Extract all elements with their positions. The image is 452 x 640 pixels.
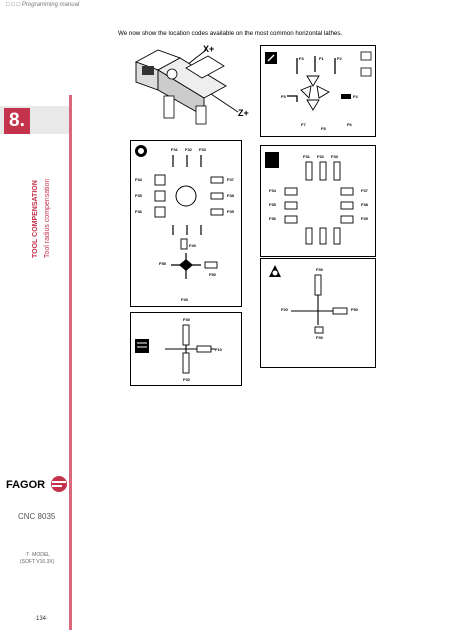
page-header: □ □ □ Programming manual bbox=[6, 2, 79, 8]
p3-label-F38: F38 bbox=[361, 202, 369, 207]
p5-label-right: F50 bbox=[351, 307, 359, 312]
fagor-logo: FAGOR bbox=[6, 476, 67, 492]
p4-label-left: F55 bbox=[159, 261, 167, 266]
p3-label-F39: F39 bbox=[361, 216, 369, 221]
p2-label-F31: F31 bbox=[171, 147, 179, 152]
label-F6: F6 bbox=[347, 122, 352, 127]
label-F3: F3 bbox=[299, 56, 304, 61]
panel-drill-tools: F30 F10 F30 bbox=[130, 312, 242, 386]
p4-label-right: F50 bbox=[209, 272, 217, 277]
panel-drill-svg: F30 F10 F30 bbox=[135, 317, 223, 382]
intro-text: We now show the location codes available… bbox=[118, 30, 343, 37]
page-number: ·134· bbox=[34, 616, 49, 622]
cnc-model: CNC 8035 bbox=[18, 512, 56, 521]
lathe-illustration: X+ Z+ bbox=[134, 44, 249, 125]
submodel-line1: ·T· MODEL bbox=[24, 552, 50, 558]
p3-label-F31: F31 bbox=[303, 154, 311, 159]
p4-label-top: F40 bbox=[189, 243, 197, 248]
sidebar-bar bbox=[69, 95, 72, 630]
label-F2: F2 bbox=[337, 56, 342, 61]
p2-label-F35: F35 bbox=[135, 193, 143, 198]
p6-label-bottom: F30 bbox=[183, 377, 191, 382]
axis-z-label: Z+ bbox=[238, 108, 249, 118]
section-subtitle: Tool radius compensation bbox=[44, 178, 51, 258]
label-F1: F1 bbox=[319, 56, 324, 61]
soft-version: ·T· MODEL (SOFT V16.3X) bbox=[20, 552, 54, 566]
p3-label-F35: F35 bbox=[269, 202, 277, 207]
p3-label-F34: F34 bbox=[269, 188, 277, 193]
chapter-number: 8. bbox=[4, 108, 30, 134]
p6-label-right: F10 bbox=[215, 347, 223, 352]
axis-x-label: X+ bbox=[203, 44, 214, 54]
p2-label-F33: F33 bbox=[199, 147, 207, 152]
brand-text: FAGOR bbox=[6, 479, 45, 491]
label-F7: F7 bbox=[301, 122, 306, 127]
p2-label-F34: F34 bbox=[135, 177, 143, 182]
header-title: Programming manual bbox=[21, 2, 80, 8]
panel-grooving-svg: F31 F32 F33 F34 F35 F36 F37 F38 F39 bbox=[265, 152, 369, 245]
panel-general-svg: F1 F2 F3 F4 F5 F6 F7 F8 bbox=[265, 51, 372, 131]
p5-label-left: F20 bbox=[281, 307, 289, 312]
panel-radius-svg: F31 F32 F33 F34 F35 F36 F37 F38 F39 F40 … bbox=[135, 145, 235, 302]
panel-grooving-tools: F31 F32 F33 F34 F35 F36 F37 F38 F39 bbox=[260, 145, 376, 257]
p2-label-F36: F36 bbox=[135, 209, 143, 214]
p5-label-top: F30 bbox=[316, 267, 324, 272]
panel-radius-tools: F31 F32 F33 F34 F35 F36 F37 F38 F39 F40 … bbox=[130, 140, 242, 307]
p2-label-F38: F38 bbox=[227, 193, 235, 198]
panel-general-tools: F1 F2 F3 F4 F5 F6 F7 F8 bbox=[260, 45, 376, 137]
p3-label-F32: F32 bbox=[317, 154, 325, 159]
label-F8: F8 bbox=[321, 126, 326, 131]
p2-label-F37: F37 bbox=[227, 177, 235, 182]
label-F4: F4 bbox=[353, 94, 358, 99]
p2-label-F32: F32 bbox=[185, 147, 193, 152]
p2-label-F39: F39 bbox=[227, 209, 235, 214]
p3-label-F37: F37 bbox=[361, 188, 369, 193]
grooving-tool-icon bbox=[265, 152, 279, 168]
threading-icon bbox=[135, 339, 149, 353]
p6-label-top: F30 bbox=[183, 317, 191, 322]
section-title: TOOL COMPENSATION bbox=[32, 180, 39, 258]
p4-label-bottom: F40 bbox=[181, 297, 189, 302]
p3-label-F33: F33 bbox=[331, 154, 339, 159]
panel-center-svg: F30 F20 F50 F30 bbox=[269, 265, 359, 340]
header-icons: □ □ □ bbox=[6, 2, 21, 8]
submodel-line2: (SOFT V16.3X) bbox=[20, 559, 55, 565]
p5-label-bottom: F30 bbox=[316, 335, 324, 340]
label-F5: F5 bbox=[281, 94, 286, 99]
panel-center-tools: F30 F20 F50 F30 bbox=[260, 258, 376, 368]
p3-label-F36: F36 bbox=[269, 216, 277, 221]
